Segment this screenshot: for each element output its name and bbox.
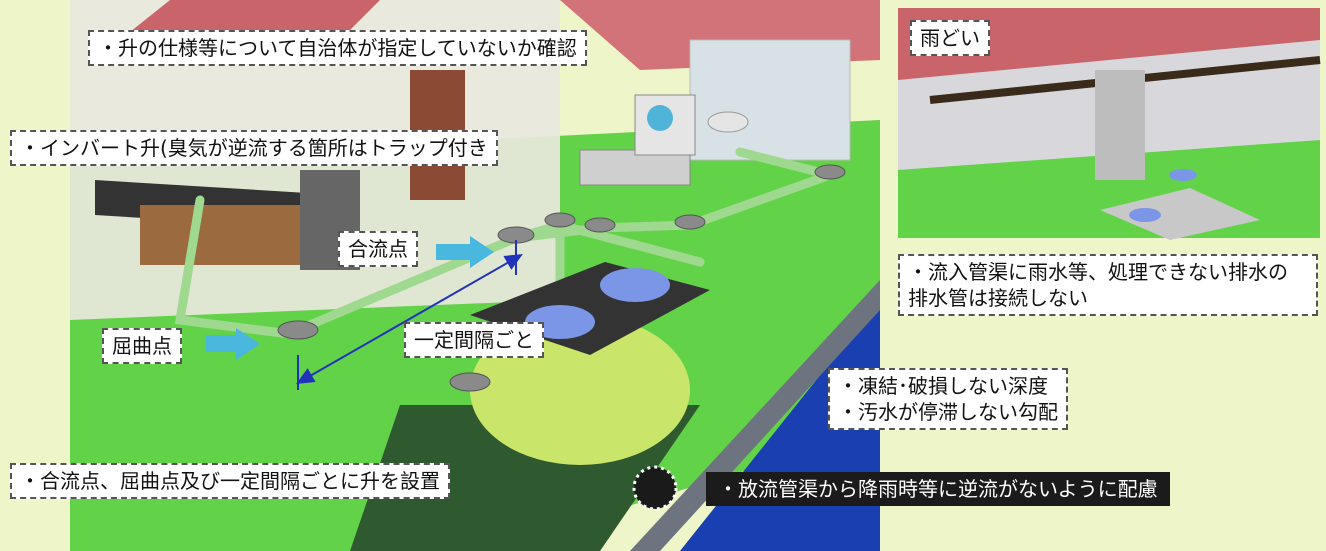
install-masu-note: ・合流点、屈曲点及び一定間隔ごとに升を設置 [10, 463, 450, 499]
depth-line-1: ・凍結･破損しない深度 [838, 374, 1048, 398]
interval-label: 一定間隔ごと [404, 322, 544, 358]
gutter-label: 雨どい [910, 20, 990, 56]
manhole-cover-1 [600, 268, 670, 302]
depth-gradient-note: ・凍結･破損しない深度 ・汚水が停滞しない勾配 [828, 368, 1068, 430]
backflow-note: ・放流管渠から降雨時等に逆流がないように配慮 [706, 472, 1170, 506]
bend-label: 屈曲点 [102, 328, 182, 364]
dimension-arrow-icon [296, 254, 523, 384]
washing-machine-door [647, 105, 673, 131]
depth-line-2: ・汚水が停滞しない勾配 [838, 400, 1058, 424]
sink-basin [579, 149, 691, 186]
no-rainwater-line-1: ・流入管渠に雨水等、処理できない排水の [908, 260, 1288, 284]
drainage-channel-edge [630, 280, 880, 551]
no-rainwater-line-2: 排水管は接続しない [908, 286, 1088, 310]
invert-masu-note: ・インバート升(臭気が逆流する箇所はトラップ付き [10, 130, 498, 166]
house-window [689, 39, 851, 161]
arrow-right-icon [206, 328, 260, 360]
dotted-circle-icon [632, 465, 678, 511]
toilet [707, 111, 749, 133]
spec-check-note: ・升の仕様等について自治体が指定していないか確認 [88, 30, 587, 66]
confluence-label: 合流点 [338, 231, 418, 267]
no-rainwater-note: ・流入管渠に雨水等、処理できない排水の 排水管は接続しない [898, 254, 1318, 316]
